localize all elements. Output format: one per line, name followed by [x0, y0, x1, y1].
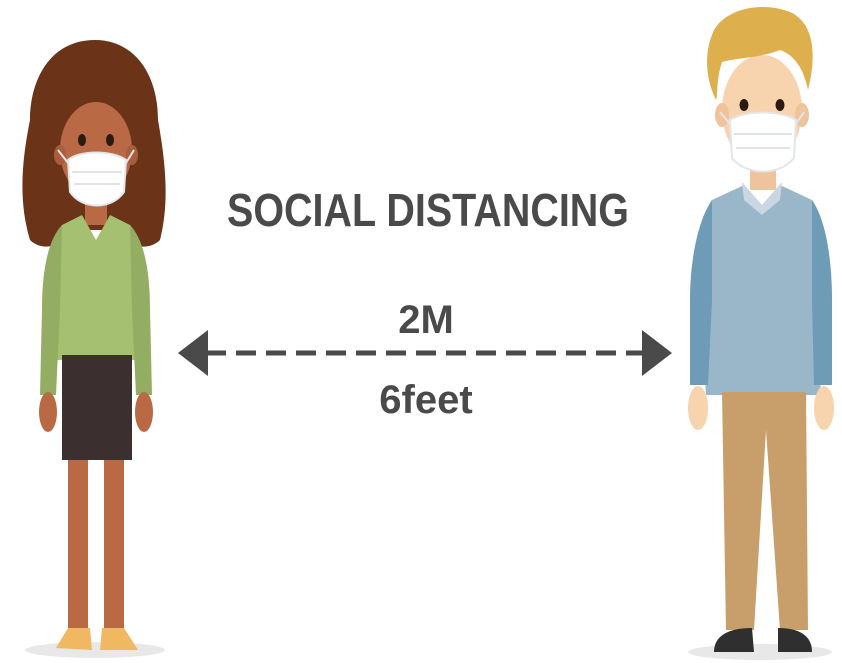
man-eye-right [775, 99, 785, 111]
woman-eye-right [106, 134, 114, 146]
woman-top [48, 215, 146, 360]
woman-sleeve-right [130, 225, 152, 395]
man-hand-left [688, 386, 708, 430]
man-shoe-right [778, 628, 812, 652]
heading: SOCIAL DISTANCING [227, 184, 629, 236]
man-eye-left [739, 99, 749, 111]
woman-leg-right [104, 460, 124, 630]
man-hand-right [814, 386, 834, 430]
man-shoe-left [714, 628, 754, 652]
woman-shoe-left [56, 628, 92, 650]
woman-ear-left [54, 145, 66, 165]
woman-mask [66, 151, 128, 207]
woman-figure [22, 40, 166, 658]
woman-eye-left [78, 134, 86, 146]
man-sleeve-left [690, 200, 712, 385]
distance-metric-label: 2M [398, 298, 454, 342]
arrow-right-icon [642, 330, 672, 376]
man-pants [722, 392, 808, 630]
distance-arrow [178, 330, 672, 376]
arrow-left-icon [178, 330, 208, 376]
woman-leg-left [68, 460, 88, 630]
woman-hair-fringe [60, 80, 132, 120]
man-sleeve-right [812, 200, 832, 385]
man-collar [742, 182, 782, 215]
woman-hand-left [39, 392, 57, 432]
woman-shadow [25, 642, 165, 658]
man-hair [707, 6, 813, 101]
man-figure [688, 6, 834, 660]
woman-hand-right [135, 392, 153, 432]
woman-sleeve-left [40, 225, 62, 395]
distance-imperial-label: 6feet [379, 378, 472, 422]
man-mask [728, 111, 798, 173]
woman-shoe-right [100, 628, 138, 650]
woman-skirt [62, 355, 132, 460]
man-shirt [702, 186, 823, 395]
